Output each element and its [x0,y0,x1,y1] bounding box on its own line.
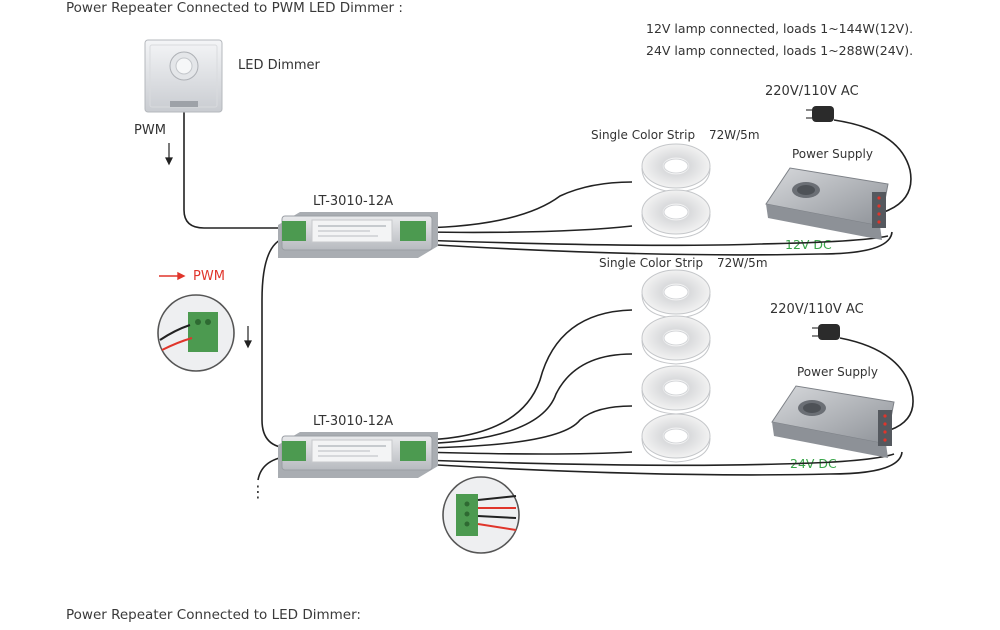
repeater-2 [278,432,438,478]
strip-reel [641,315,711,365]
ac-plug-1 [806,106,834,122]
wire-r2-strip-2 [419,353,633,445]
wire-r2-psu-2b [419,451,903,476]
pwm-red-arrow [159,271,186,281]
header-title: Power Repeater Connected to PWM LED Dimm… [66,0,403,16]
strip-reel [641,269,711,319]
wire-r1-psu-1 [419,235,889,247]
strip-reel [641,143,711,193]
strip-reels-group-1 [641,143,711,239]
dimmer-label: LED Dimmer [238,58,320,73]
wire-r2-strip-1 [419,309,633,441]
wire-dimmer-to-repeater-1 [183,112,296,229]
terminal-zoom-1 [157,294,235,372]
wire-r1-strip-2 [419,225,633,234]
wire-ac-cord-1 [833,119,912,213]
wires [183,112,914,481]
strip-group-1-power: 72W/5m [709,128,760,142]
supply-2-ac-label: 220V/110V AC [770,302,864,317]
strip-reels-group-2 [641,269,711,463]
supply-1-ac-label: 220V/110V AC [765,84,859,99]
power-supply-2 [771,385,895,458]
note-12v: 12V lamp connected, loads 1~144W(12V). [646,21,914,36]
pwm-callout-label: PWM [193,269,225,284]
wire-ac-cord-2 [839,337,914,431]
strip-group-2-name: Single Color Strip [599,256,704,270]
strip-reel [641,413,711,463]
wire-r2-psu-2 [419,453,895,467]
wire-repeater-1-to-2 [261,237,291,449]
strip-reel [641,365,711,415]
footer-title: Power Repeater Connected to LED Dimmer: [66,607,361,623]
terminal-zoom-2 [442,476,520,554]
wire-r1-strip-1 [419,181,633,229]
led-dimmer [144,39,223,113]
strip-group-2-power: 72W/5m [717,256,768,270]
strip-group-1-name: Single Color Strip [591,128,696,142]
power-supply-1 [765,167,889,240]
wire-r2-strip-3 [419,405,633,449]
repeater-2-model: LT-3010-12A [313,414,394,429]
ac-plug-2 [812,324,840,340]
supply-2-name: Power Supply [797,365,878,379]
strip-reel [641,189,711,239]
dimmer-pwm-label: PWM [134,123,166,138]
supply-1-dc-label: 12V DC [785,237,832,252]
note-24v: 24V lamp connected, loads 1~288W(24V). [646,43,914,58]
continuation-dots: ⋮ [250,482,266,501]
repeater-1 [278,212,438,258]
wire-r1-psu-1b [419,231,893,256]
repeater-1-model: LT-3010-12A [313,194,394,209]
supply-1-name: Power Supply [792,147,873,161]
wire-r2-strip-4 [419,451,633,455]
pwm-arrows [165,143,252,349]
